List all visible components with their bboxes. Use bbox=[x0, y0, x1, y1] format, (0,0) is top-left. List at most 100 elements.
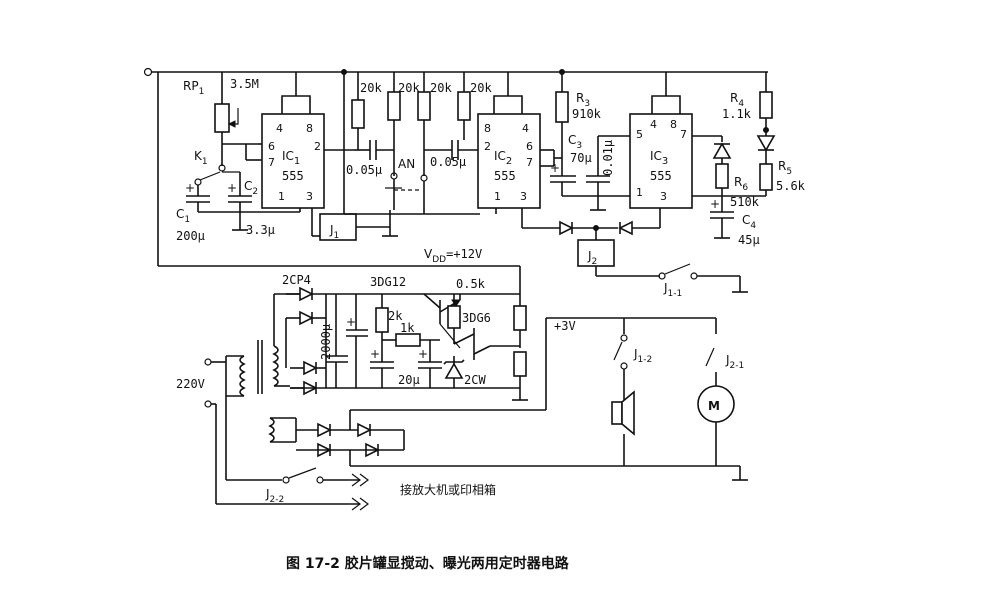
v220-label: 220V bbox=[176, 377, 205, 391]
svg-text:45μ: 45μ bbox=[738, 233, 760, 247]
j22-label: J2-2 bbox=[265, 487, 284, 505]
r05k-resistor bbox=[447, 305, 461, 329]
c4-label: C4 bbox=[742, 213, 756, 231]
svg-text:1: 1 bbox=[636, 186, 643, 199]
r5-resistor bbox=[759, 163, 773, 191]
j12-label: J1-2 bbox=[633, 347, 652, 365]
rp1-label: RP1 bbox=[183, 79, 204, 97]
transformer-primary bbox=[239, 355, 246, 397]
svg-text:8: 8 bbox=[670, 118, 677, 131]
j22-contact bbox=[288, 467, 317, 479]
r-right-1 bbox=[513, 305, 527, 331]
c3-label: C3 bbox=[568, 133, 582, 151]
svg-text:20k: 20k bbox=[398, 81, 420, 95]
svg-text:1.1k: 1.1k bbox=[722, 107, 752, 121]
c2000-label: 2000μ bbox=[319, 324, 333, 360]
j2-label: J2 bbox=[587, 249, 597, 267]
svg-text:4: 4 bbox=[650, 118, 657, 131]
z2cw-zener bbox=[444, 362, 464, 379]
c001-label: 0.01μ bbox=[601, 140, 615, 176]
ic3-label: IC3 bbox=[650, 149, 668, 167]
svg-text:7: 7 bbox=[268, 156, 275, 169]
k1-switch bbox=[199, 171, 221, 181]
j1-relay-coil bbox=[319, 213, 357, 241]
svg-text:+: + bbox=[550, 161, 560, 175]
ic2-555 bbox=[477, 113, 541, 209]
k1-label: K1 bbox=[194, 149, 208, 167]
svg-text:7: 7 bbox=[680, 128, 687, 141]
ic1-555 bbox=[261, 113, 325, 209]
svg-text:5.6k: 5.6k bbox=[776, 179, 806, 193]
svg-text:5: 5 bbox=[636, 128, 643, 141]
ic1-label: IC1 bbox=[282, 149, 300, 167]
svg-text:6: 6 bbox=[268, 140, 275, 153]
c2-label: C2 bbox=[244, 179, 258, 197]
svg-text:4: 4 bbox=[276, 122, 283, 135]
vdd-label: VDD=+12V bbox=[424, 247, 482, 265]
r5-label: R5 bbox=[778, 159, 792, 177]
c1-value: 200μ bbox=[176, 229, 205, 243]
j21-label: J2-1 bbox=[725, 353, 744, 371]
svg-text:0.05μ: 0.05μ bbox=[430, 155, 466, 169]
ic3-555 bbox=[629, 113, 693, 209]
svg-text:20k: 20k bbox=[430, 81, 452, 95]
t3dg6-label: 3DG6 bbox=[462, 311, 491, 325]
t3dg12-transistor bbox=[423, 293, 441, 309]
svg-text:510k: 510k bbox=[730, 195, 760, 209]
d2cp4-label: 2CP4 bbox=[282, 273, 311, 287]
bridge2-diode-1 bbox=[317, 422, 332, 438]
svg-text:2: 2 bbox=[314, 140, 321, 153]
c20-label: 20μ bbox=[398, 373, 420, 387]
r2k-resistor bbox=[375, 307, 389, 333]
svg-text:2: 2 bbox=[484, 140, 491, 153]
svg-text:6: 6 bbox=[526, 140, 533, 153]
transformer-secondary-2 bbox=[268, 417, 275, 443]
diode-bottom-1 bbox=[559, 220, 574, 236]
svg-text:1: 1 bbox=[278, 190, 285, 203]
r3-label: R3 bbox=[576, 91, 590, 109]
svg-text:+: + bbox=[370, 347, 380, 361]
svg-text:20k: 20k bbox=[470, 81, 492, 95]
r4-resistor bbox=[759, 91, 773, 119]
svg-text:7: 7 bbox=[526, 156, 533, 169]
resistor-20k-2 bbox=[387, 91, 401, 121]
svg-text:555: 555 bbox=[650, 169, 672, 183]
svg-text:8: 8 bbox=[306, 122, 313, 135]
svg-text:0.5k: 0.5k bbox=[456, 277, 486, 291]
ic2-label: IC2 bbox=[494, 149, 512, 167]
svg-text:70μ: 70μ bbox=[570, 151, 592, 165]
svg-text:8: 8 bbox=[484, 122, 491, 135]
diode-ic3 bbox=[712, 142, 732, 159]
svg-text:+: + bbox=[418, 347, 428, 361]
svg-text:3: 3 bbox=[306, 190, 313, 203]
c2-value: 3.3μ bbox=[246, 223, 275, 237]
r6-resistor bbox=[715, 163, 729, 189]
rp1-potentiometer bbox=[214, 103, 230, 133]
bridge2-diode-2 bbox=[357, 422, 372, 438]
svg-text:1k: 1k bbox=[400, 321, 415, 335]
t3dg12-label: 3DG12 bbox=[370, 275, 406, 289]
bridge-diode-3 bbox=[303, 360, 318, 376]
svg-text:+: + bbox=[346, 315, 356, 329]
svg-text:+: + bbox=[227, 181, 237, 195]
z2cw-label: 2CW bbox=[464, 373, 486, 387]
svg-text:555: 555 bbox=[494, 169, 516, 183]
svg-text:20k: 20k bbox=[360, 81, 382, 95]
resistor-20k-4 bbox=[457, 91, 471, 121]
p3v-label: +3V bbox=[554, 319, 576, 333]
diode-bottom-2 bbox=[618, 220, 633, 236]
diode-r5 bbox=[756, 135, 776, 152]
r-right-2 bbox=[513, 351, 527, 377]
an-label: AN bbox=[398, 157, 415, 171]
svg-text:910k: 910k bbox=[572, 107, 602, 121]
svg-text:1: 1 bbox=[494, 190, 501, 203]
mains-terminal-2 bbox=[204, 400, 212, 408]
j1-label: J1 bbox=[329, 223, 339, 241]
r3-resistor bbox=[555, 91, 569, 123]
svg-text:2k: 2k bbox=[388, 309, 403, 323]
r4-label: R4 bbox=[730, 91, 744, 109]
rp1-value: 3.5M bbox=[230, 77, 259, 91]
figure-caption: 图 17-2 胶片罐显搅动、曝光两用定时器电路 bbox=[286, 555, 570, 572]
